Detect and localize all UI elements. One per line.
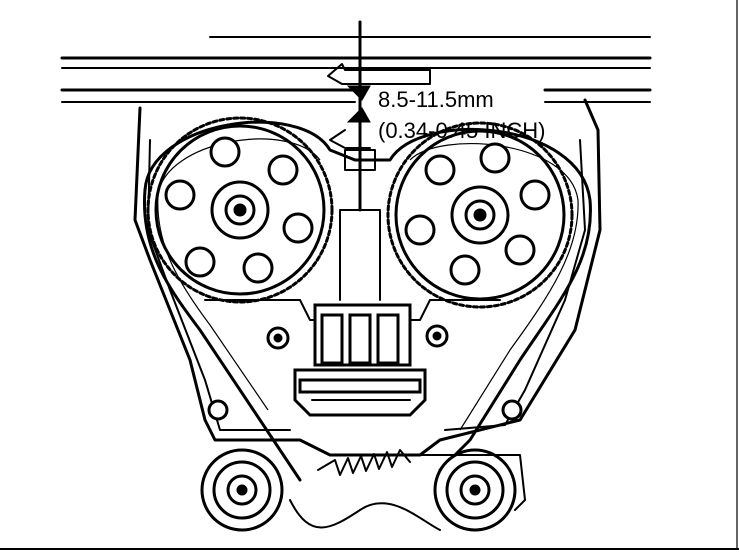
deflection-gauge [327,20,431,301]
tensioner-spring [317,449,411,476]
timing-belt [142,120,592,482]
lower-housing [289,454,526,531]
cover-bolt-right [501,399,523,421]
right-cam-sprocket [386,121,574,309]
right-idler-pulley [433,448,517,532]
left-idler-pulley [200,448,284,532]
straight-edge [60,36,652,103]
cover-bolt-left [207,399,229,421]
deflection-metric-label: 8.5-11.5mm [378,87,494,112]
left-cam-sprocket [146,116,334,304]
belt-tensioner [293,303,427,417]
